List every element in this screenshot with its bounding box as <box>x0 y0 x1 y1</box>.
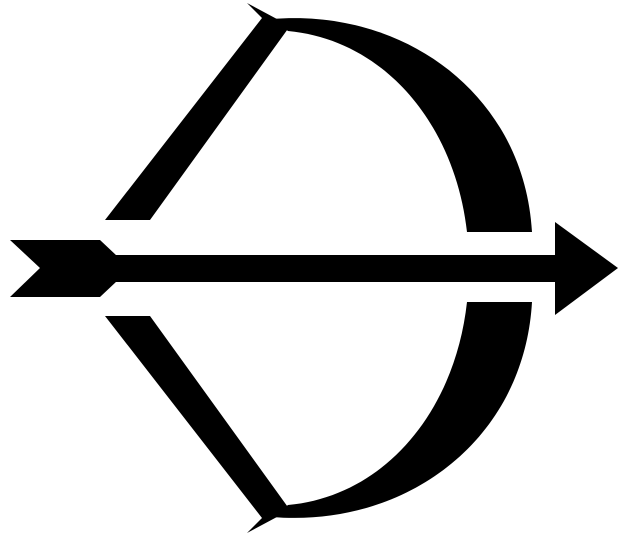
bow-lower-limb <box>272 302 532 518</box>
bowstring-upper <box>105 3 290 220</box>
arrow-shaft <box>105 255 560 282</box>
arrow-head <box>555 222 618 315</box>
bowstring-lower <box>105 316 290 533</box>
arrow-fletching <box>10 240 117 297</box>
bow-upper-limb <box>272 18 532 233</box>
